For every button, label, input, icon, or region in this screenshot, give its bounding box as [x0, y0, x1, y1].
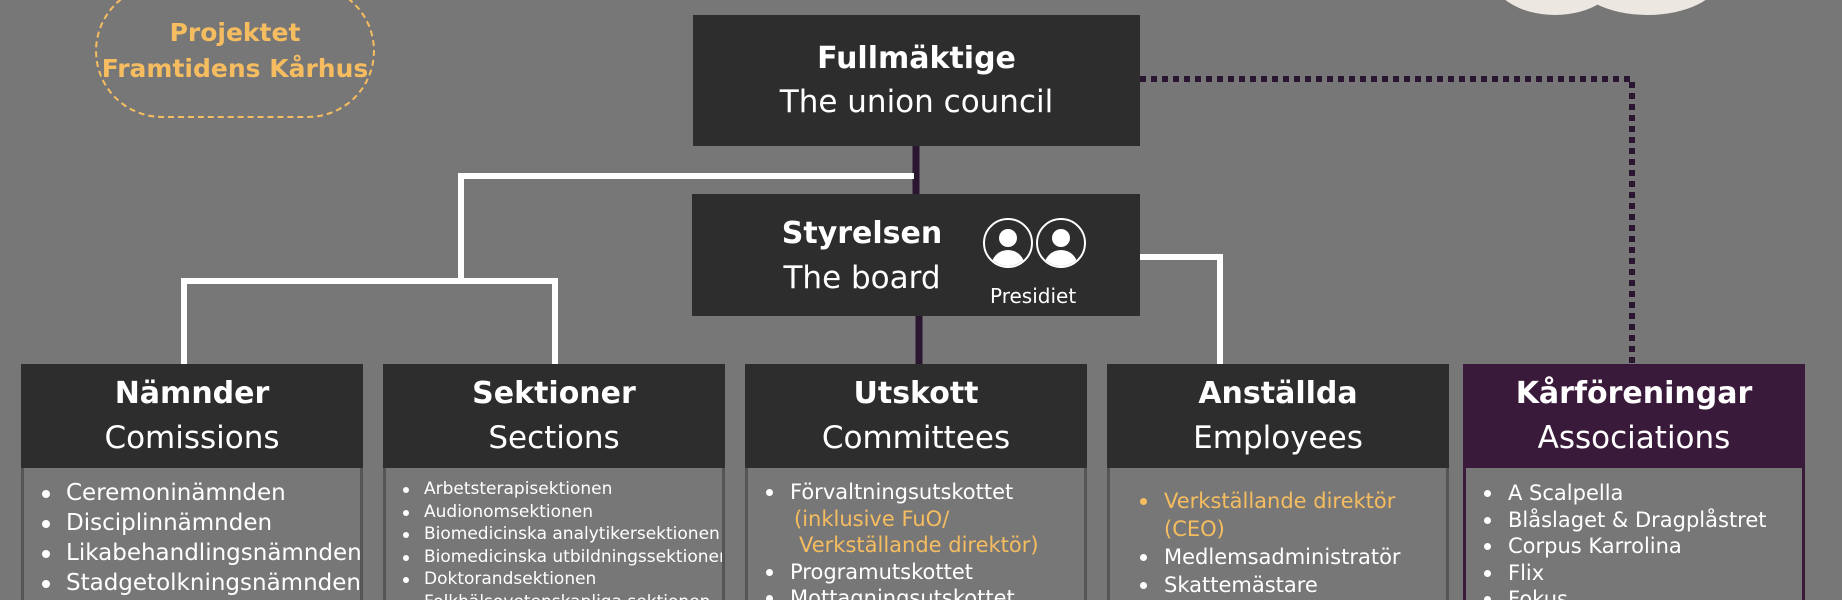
employee-role-line-1: Verkställande direktör	[1164, 489, 1396, 513]
commissions-sections-connector	[181, 278, 558, 367]
employees-subtitle: Employees	[1193, 420, 1363, 456]
committee-note-line-2: Verkställande direktör)	[799, 533, 1039, 557]
associations-dotted-connector	[1140, 76, 1635, 364]
presidium-label: Presidiet	[990, 284, 1077, 308]
sections-subtitle: Sections	[488, 420, 620, 456]
commissions-list-panel: Ceremoninämnden Disciplinnämnden Likabeh…	[21, 468, 363, 600]
committees-title: Utskott	[853, 376, 979, 411]
council-to-commissions-connector	[458, 173, 914, 283]
board-title: Styrelsen	[781, 216, 943, 251]
board-box: Styrelsen The board Presidiet	[692, 194, 1140, 316]
committees-header: Utskott Committees	[745, 364, 1087, 468]
list-item: Likabehandlingsnämnden	[24, 538, 360, 568]
associations-title: Kårföreningar	[1515, 376, 1753, 411]
list-item: Biomedicinska utbildningssektionen	[386, 546, 722, 569]
board-subtitle: The board	[783, 260, 941, 296]
list-item: Fokus	[1466, 586, 1802, 600]
committees-list-panel: Förvaltningsutskottet (inklusive FuO/ Ve…	[745, 468, 1087, 600]
list-item: Mottagningsutskottet	[748, 585, 1084, 600]
list-item: Corpus Karrolina	[1466, 533, 1802, 560]
associations-subtitle: Associations	[1537, 420, 1731, 456]
committees-subtitle: Committees	[821, 420, 1011, 456]
employees-header: Anställda Employees	[1107, 364, 1449, 468]
list-item: Stadgetolkningsnämnden	[24, 568, 360, 598]
sections-title: Sektioner	[472, 376, 636, 411]
committee-note-line-1: (inklusive FuO/	[794, 506, 950, 531]
employees-list-panel: Verkställande direktör (CEO) Medlemsadmi…	[1107, 468, 1449, 600]
sections-list-panel: Arbetsterapisektionen Audionomsektionen …	[383, 468, 725, 600]
project-bubble: Projektet Framtidens Kårhus	[95, 0, 375, 118]
list-item: Audionomsektionen	[386, 501, 722, 524]
associations-header: Kårföreningar Associations	[1463, 364, 1805, 468]
list-item: Blåslaget & Dragplåstret	[1466, 507, 1802, 534]
list-item: Medlemsadministratör	[1110, 543, 1446, 571]
sections-list: Arbetsterapisektionen Audionomsektionen …	[386, 478, 722, 600]
list-item: Skattemästare	[1110, 571, 1446, 599]
list-item: Biomedicinska analytikersektionen	[386, 523, 722, 546]
list-item: Förvaltningsutskottet (inklusive FuO/ Ve…	[748, 479, 1084, 559]
list-item: Doktorandsektionen	[386, 568, 722, 591]
council-box: Fullmäktige The union council	[693, 15, 1140, 146]
list-item: Verkställande direktör (CEO)	[1110, 487, 1446, 543]
project-line-1: Projektet	[169, 18, 301, 47]
commissions-header: Nämnder Comissions	[21, 364, 363, 468]
employee-role-line-2: (CEO)	[1164, 517, 1225, 541]
list-item: Programutskottet	[748, 559, 1084, 586]
committee-name: Förvaltningsutskottet	[790, 480, 1014, 504]
list-item: Flix	[1466, 560, 1802, 587]
council-title: Fullmäktige	[817, 40, 1016, 76]
list-item: Folkhälsovetenskapliga sektionen	[386, 591, 722, 600]
list-item: Ceremoninämnden	[24, 478, 360, 508]
associations-list: A Scalpella Blåslaget & Dragplåstret Cor…	[1466, 480, 1802, 600]
person-icon	[1036, 218, 1086, 268]
committees-list: Förvaltningsutskottet (inklusive FuO/ Ve…	[748, 479, 1084, 600]
employees-title: Anställda	[1198, 376, 1358, 411]
list-item: A Scalpella	[1466, 480, 1802, 507]
list-item: Disciplinnämnden	[24, 508, 360, 538]
commissions-title: Nämnder	[114, 376, 270, 411]
commissions-subtitle: Comissions	[104, 420, 280, 456]
council-subtitle: The union council	[779, 83, 1054, 120]
commissions-list: Ceremoninämnden Disciplinnämnden Likabeh…	[24, 478, 360, 598]
project-line-2: Framtidens Kårhus	[101, 54, 369, 83]
board-employees-connector	[1137, 254, 1223, 367]
list-item: Arbetsterapisektionen	[386, 478, 722, 501]
employees-list: Verkställande direktör (CEO) Medlemsadmi…	[1110, 487, 1446, 599]
associations-list-panel: A Scalpella Blåslaget & Dragplåstret Cor…	[1463, 468, 1805, 600]
person-icon	[983, 218, 1033, 268]
sections-header: Sektioner Sections	[383, 364, 725, 468]
